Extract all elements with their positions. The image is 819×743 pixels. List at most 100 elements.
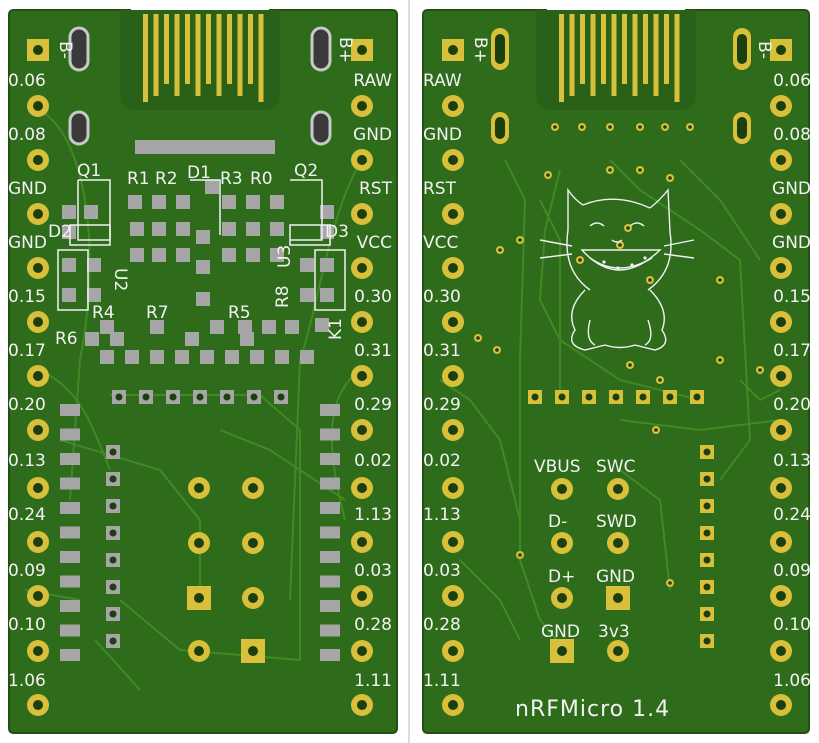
front-right-pin-label: 1.13 bbox=[354, 505, 392, 525]
smd-pad bbox=[152, 248, 166, 262]
mount-slot bbox=[68, 110, 90, 146]
smd-pad bbox=[210, 320, 224, 334]
back-left-pin-label: 0.03 bbox=[423, 561, 461, 581]
smd-pad bbox=[246, 248, 260, 262]
smd-pad bbox=[185, 332, 199, 346]
front-left-pin-label: GND bbox=[8, 179, 47, 199]
front-left-pin-label: 0.15 bbox=[8, 287, 46, 307]
smd-pad bbox=[270, 222, 284, 236]
front-left-pin-label: 1.06 bbox=[8, 671, 46, 691]
smd-pad bbox=[238, 320, 252, 334]
smd-pad bbox=[196, 292, 210, 306]
back-left-pin-label: B+ bbox=[470, 37, 490, 63]
smd-pad bbox=[60, 649, 80, 661]
smd-pad bbox=[152, 222, 166, 236]
smd-pad bbox=[110, 332, 124, 346]
smd-pad bbox=[315, 318, 329, 332]
back-left-pin-label: 0.30 bbox=[423, 287, 461, 307]
usb-connector-pads bbox=[143, 14, 264, 102]
usb-finger bbox=[227, 14, 232, 84]
back-left-pin-label: RST bbox=[423, 179, 457, 199]
back-left-pin-label: GND bbox=[423, 125, 462, 145]
smd-pad bbox=[270, 248, 284, 262]
smd-pad bbox=[320, 624, 340, 637]
smd-pad bbox=[87, 258, 101, 272]
front-left-pin-label: 0.06 bbox=[8, 71, 46, 91]
smd-pad bbox=[320, 502, 340, 514]
smd-pad bbox=[240, 332, 254, 346]
back-left-pin-label: RAW bbox=[423, 71, 462, 91]
usb-finger bbox=[664, 14, 669, 84]
smd-pad bbox=[60, 428, 80, 441]
usb-finger bbox=[674, 14, 680, 102]
smd-pads bbox=[62, 140, 334, 364]
swd-label-swd: SWD bbox=[596, 512, 637, 532]
back-pin-column-right: B-0.060.08GNDGND0.150.170.200.130.240.09… bbox=[754, 39, 811, 716]
smd-pad bbox=[60, 453, 80, 465]
usb-label-dminus: D- bbox=[548, 512, 567, 532]
smd-pad bbox=[62, 258, 76, 272]
silk-outlines bbox=[57, 179, 346, 311]
ref-d2: D2 bbox=[48, 222, 72, 242]
usb-finger bbox=[258, 14, 264, 102]
smd-pad bbox=[300, 350, 314, 364]
smd-pad bbox=[285, 320, 299, 334]
usb-finger bbox=[185, 14, 190, 84]
swd-label-swc: SWC bbox=[596, 457, 635, 477]
front-left-pin-label: 0.13 bbox=[8, 451, 46, 471]
smd-pad bbox=[270, 195, 284, 209]
traces bbox=[439, 159, 781, 651]
smd-pad bbox=[222, 222, 236, 236]
back-right-pin-label: 0.06 bbox=[773, 71, 811, 91]
usb-finger bbox=[569, 14, 575, 96]
back-left-pin-label: 1.13 bbox=[423, 505, 461, 525]
smd-pad bbox=[205, 180, 219, 194]
front-pin-column-left: B-0.060.08GNDGND0.150.170.200.130.240.09… bbox=[8, 39, 75, 716]
ref-r3: R3 bbox=[220, 169, 243, 189]
usb-swd-pads bbox=[550, 478, 630, 663]
smd-pad bbox=[176, 222, 190, 236]
usb-finger bbox=[237, 14, 243, 96]
usb-finger bbox=[559, 14, 564, 102]
usb-finger bbox=[195, 14, 201, 96]
back-right-pin-label: 0.20 bbox=[773, 395, 811, 415]
front-right-pin-label: 0.28 bbox=[354, 615, 392, 635]
usb-finger bbox=[143, 14, 148, 102]
smd-pad bbox=[125, 350, 139, 364]
smd-pad bbox=[60, 600, 80, 612]
smd-pad bbox=[246, 222, 260, 236]
mount-slot bbox=[310, 26, 332, 72]
front-left-pin-label: 0.10 bbox=[8, 615, 46, 635]
smd-pad bbox=[60, 624, 80, 637]
usb-finger bbox=[611, 14, 617, 96]
back-right-pin-label: 1.06 bbox=[773, 671, 811, 691]
smd-pad bbox=[320, 205, 334, 219]
back-left-pin-label: 0.31 bbox=[423, 341, 461, 361]
back-right-pin-label: B- bbox=[754, 41, 774, 59]
smd-pad bbox=[320, 526, 340, 539]
ref-q2: Q2 bbox=[294, 161, 318, 181]
smd-pad bbox=[130, 222, 144, 236]
smd-pad bbox=[176, 248, 190, 262]
through-hole-column bbox=[106, 445, 120, 648]
ref-q1: Q1 bbox=[77, 161, 101, 181]
smd-pad bbox=[225, 350, 239, 364]
smd-pad bbox=[196, 260, 210, 274]
usb-finger bbox=[622, 14, 627, 84]
ref-r1: R1 bbox=[127, 169, 150, 189]
front-right-pin-label: RST bbox=[359, 179, 393, 199]
ref-r0: R0 bbox=[250, 169, 273, 189]
smd-pad bbox=[320, 575, 340, 588]
smd-pad bbox=[222, 195, 236, 209]
front-right-pin-label: 0.31 bbox=[354, 341, 392, 361]
mount-slot bbox=[310, 110, 332, 146]
smd-pad bbox=[200, 350, 214, 364]
through-hole-row bbox=[528, 390, 704, 404]
smd-pad bbox=[85, 332, 99, 346]
front-board: B-0.060.08GNDGND0.150.170.200.130.240.09… bbox=[8, 9, 398, 734]
ref-u2: U2 bbox=[110, 268, 130, 291]
usb-finger bbox=[590, 14, 596, 96]
usb-finger bbox=[248, 14, 253, 84]
usb-label-vbus: VBUS bbox=[534, 457, 581, 477]
